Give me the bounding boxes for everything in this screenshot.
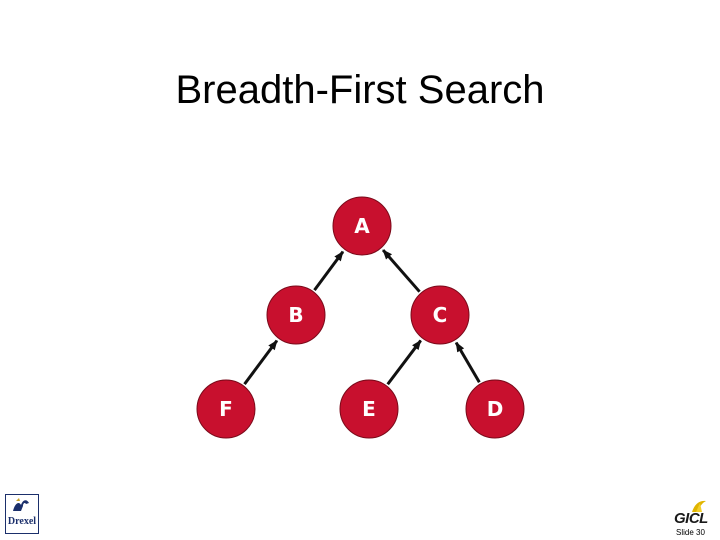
node-b-label: B <box>288 303 303 327</box>
node-d-label: D <box>487 397 504 421</box>
edge-b-to-a <box>313 250 345 291</box>
node-f: F <box>196 379 256 439</box>
node-e: E <box>339 379 399 439</box>
gicl-logo-text: GICL <box>674 510 708 527</box>
node-a-circle <box>332 196 392 256</box>
node-c: C <box>410 285 470 345</box>
gicl-logo-icon <box>692 500 706 512</box>
node-e-circle <box>339 379 399 439</box>
slide-number: Slide 30 <box>676 528 705 537</box>
gicl-logo: GICL <box>672 498 718 528</box>
drexel-logo-text: Drexel <box>7 516 37 527</box>
edge-c-to-a <box>381 249 421 293</box>
edge-e-to-c <box>386 339 422 386</box>
node-f-label: F <box>219 397 233 421</box>
node-e-label: E <box>362 397 376 421</box>
drexel-logo: Drexel <box>5 494 39 534</box>
node-f-circle <box>196 379 256 439</box>
node-d-circle <box>465 379 525 439</box>
node-a-label: A <box>354 214 370 238</box>
dragon-icon <box>13 498 29 511</box>
node-c-label: C <box>433 303 448 327</box>
node-c-circle <box>410 285 470 345</box>
edge-d-to-c <box>454 341 481 384</box>
node-b: B <box>266 285 326 345</box>
drexel-logo-frame <box>5 494 39 534</box>
node-d: D <box>465 379 525 439</box>
edge-f-to-b <box>243 339 279 386</box>
node-b-circle <box>266 285 326 345</box>
slide-title: Breadth-First Search <box>175 68 545 112</box>
node-a: A <box>332 196 392 256</box>
